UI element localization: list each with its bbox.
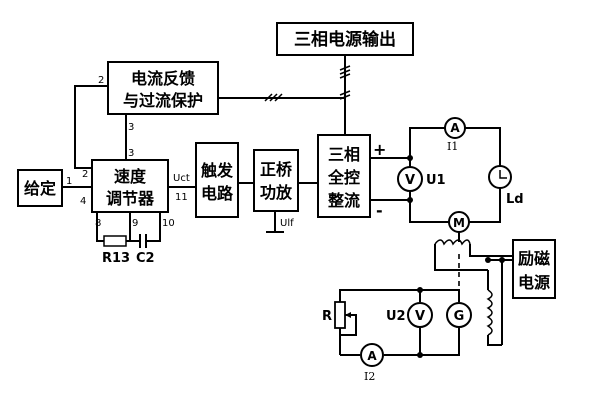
three-phase-output-block: 三相电源输出 [276,22,414,56]
generator-field-coil [486,289,493,336]
pin-2-regulator: 2 [82,169,88,180]
plus-sign: + [373,140,386,159]
pin-9: 9 [132,218,138,229]
ammeter-i2-symbol: A [367,349,377,363]
amplifier-label-1: 正桥 [260,160,293,179]
amplifier-label-2: 功放 [260,183,293,202]
motor: M [448,211,470,233]
ammeter-i1-symbol: A [450,121,460,135]
i1-label: I1 [447,140,458,153]
excitation-supply-block: 励磁 电源 [512,239,556,299]
trigger-circuit-block: 触发 电路 [195,142,239,218]
r13-resistor [103,235,127,247]
u2-label: U2 [386,309,406,324]
excitation-label-2: 电源 [518,273,550,292]
r13-label: R13 [102,251,130,266]
voltmeter-u2-symbol: V [415,309,425,324]
speed-regulator-label-2: 调节器 [106,189,155,208]
pin-labels: 2 3 3 1 2 4 8 9 10 11 [66,75,188,229]
c2-label: C2 [136,251,155,266]
rectifier-label-2: 全控 [327,168,360,187]
power-amplifier-block: 正桥 功放 [253,149,299,212]
c2-capacitor [139,234,147,248]
ld-label: Ld [506,192,524,207]
voltmeter-u1-symbol: V [405,173,415,188]
voltmeter-u1: V [397,166,423,192]
rectifier-label-3: 整流 [327,191,360,210]
setpoint-label: 给定 [24,179,56,198]
current-feedback-label-1: 电流反馈 [131,69,195,88]
three-phase-marks [264,65,351,102]
motor-field-coil [434,239,471,246]
pin-2-feedback: 2 [98,75,104,86]
inductor-ld [488,165,512,189]
rectifier-block: 三相 全控 整流 [317,134,371,218]
component-labels: R13 C2 R [102,251,332,324]
pin-11: 11 [175,192,188,203]
signal-labels: Uct Ulf + - [173,140,386,229]
potentiometer-r [334,301,351,329]
pin-4: 4 [80,196,86,207]
r-label: R [322,309,332,324]
uct-label: Uct [173,173,190,184]
pin-3-regulator: 3 [128,148,134,159]
junction-dots [407,155,505,358]
excitation-label-1: 励磁 [518,249,550,268]
u1-label: U1 [426,173,446,188]
generator-symbol: G [454,309,465,324]
pin-1: 1 [66,176,72,187]
speed-regulator-block: 速度 调节器 [91,159,169,213]
minus-sign: - [376,201,383,220]
three-phase-output-label: 三相电源输出 [294,29,396,50]
i2-label: I2 [364,370,375,383]
speed-regulator-label-1: 速度 [114,167,147,186]
ammeter-i1: A [444,117,466,139]
setpoint-block: 给定 [17,169,63,207]
pin-10: 10 [162,218,175,229]
trigger-label-2: 电路 [201,184,234,203]
wiring [62,52,516,356]
voltmeter-u2: V [407,302,433,328]
ammeter-i2: A [360,343,384,367]
ulf-label: Ulf [280,218,294,229]
meter-labels: I1 U1 Ld U2 I2 [364,140,524,383]
generator: G [446,302,472,328]
motor-symbol: M [453,216,465,230]
current-feedback-block: 电流反馈 与过流保护 [107,61,219,115]
trigger-label-1: 触发 [200,161,234,180]
pin-3-feedback: 3 [128,122,134,133]
rectifier-label-1: 三相 [328,145,360,164]
current-feedback-label-2: 与过流保护 [123,91,203,110]
pin-8: 8 [95,218,101,229]
